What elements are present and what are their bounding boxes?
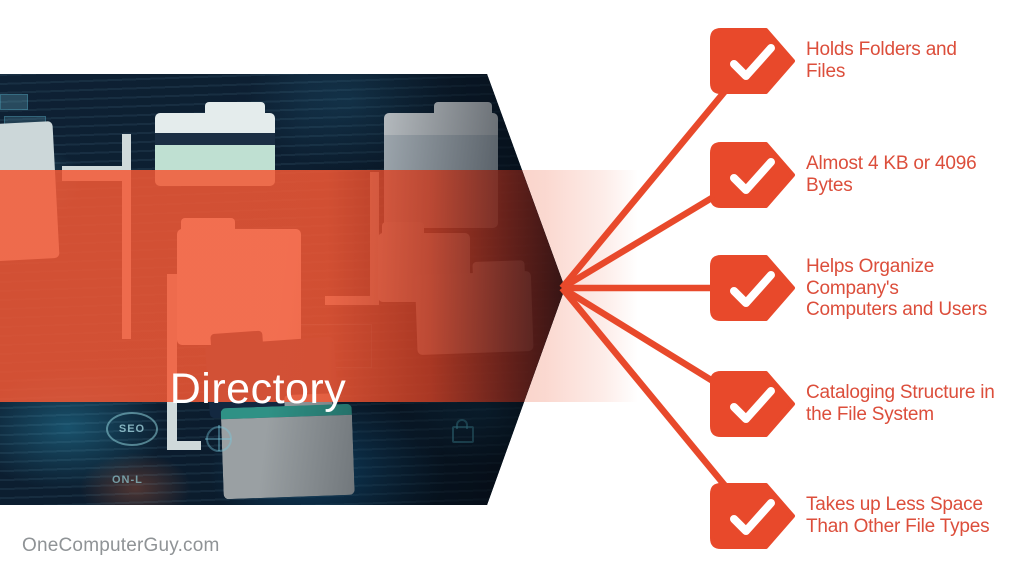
checklist-item-text: Cataloging Structure in the File System <box>806 382 1024 425</box>
page-title: Directory <box>169 365 347 413</box>
checklist-item-text: Takes up Less Space Than Other File Type… <box>806 494 1024 537</box>
checklist-item-text: Almost 4 KB or 4096 Bytes <box>806 153 1024 196</box>
text-line: Takes up Less Space <box>806 494 983 515</box>
text-line: Cataloging Structure in <box>806 382 995 403</box>
site-watermark: OneComputerGuy.com <box>22 535 220 556</box>
check-badge <box>710 255 796 321</box>
text-line: Than Other File Types <box>806 515 990 537</box>
checklist-item-text: Holds Folders and Files <box>806 39 1024 82</box>
text-line: Files <box>806 60 846 82</box>
text-line: the File System <box>806 403 934 425</box>
text-line: Almost 4 KB or 4096 <box>806 153 977 174</box>
hero-photo: SEO ON-L Directory <box>0 74 565 505</box>
text-line: Computers and Users <box>806 299 987 320</box>
title-band: Directory <box>0 170 565 413</box>
checklist-item-text: Helps Organize Company's Computers and U… <box>806 256 1024 321</box>
text-line: Holds Folders and <box>806 39 957 60</box>
check-badge <box>710 371 796 437</box>
check-icon <box>730 499 775 535</box>
text-line: Helps Organize <box>806 256 935 277</box>
text-line: Bytes <box>806 174 853 196</box>
check-badge <box>710 28 796 94</box>
text-line: Company's <box>806 277 899 299</box>
check-badge <box>710 142 796 208</box>
check-badge <box>710 483 796 549</box>
